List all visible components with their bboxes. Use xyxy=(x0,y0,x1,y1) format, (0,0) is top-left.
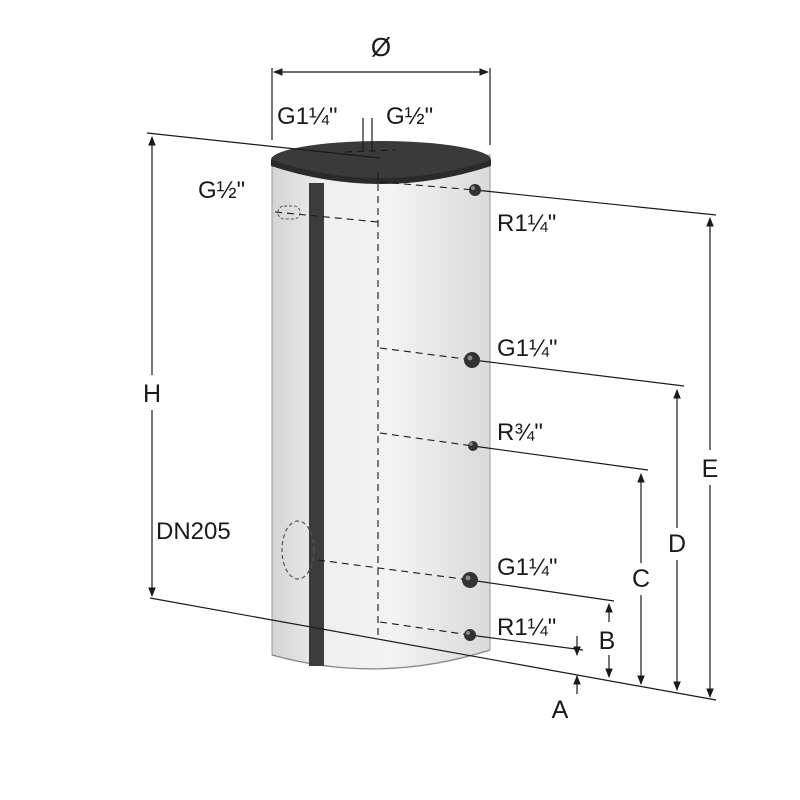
side-fitting xyxy=(277,205,301,220)
flange-outline xyxy=(281,520,315,580)
connection-leaders xyxy=(146,132,717,701)
top-left-connection-label: G1¼" xyxy=(277,103,338,130)
c-label: C xyxy=(632,565,650,593)
height-label: H xyxy=(143,380,161,408)
diameter-label: Ø xyxy=(371,32,391,62)
connection-3-label: R¾" xyxy=(497,419,543,446)
connection-4-label: G1¼" xyxy=(497,554,558,581)
connection-5-label: R1¼" xyxy=(497,614,556,641)
tank-lid xyxy=(271,141,491,184)
flange-label: DN205 xyxy=(156,518,231,545)
d-label: D xyxy=(668,530,686,558)
side-stripe xyxy=(309,183,324,666)
e-label: E xyxy=(702,455,719,483)
connection-2-label: G1¼" xyxy=(497,335,558,362)
diameter-dimension xyxy=(271,68,491,145)
connection-1-label: R1¼" xyxy=(497,210,556,237)
a-label: A xyxy=(552,696,569,724)
connection-studs xyxy=(462,184,481,641)
top-fittings xyxy=(344,118,396,153)
side-top-connection-label: G½" xyxy=(198,177,245,204)
tank-body xyxy=(271,154,491,670)
top-right-connection-label: G½" xyxy=(386,103,433,130)
b-label: B xyxy=(599,627,616,655)
